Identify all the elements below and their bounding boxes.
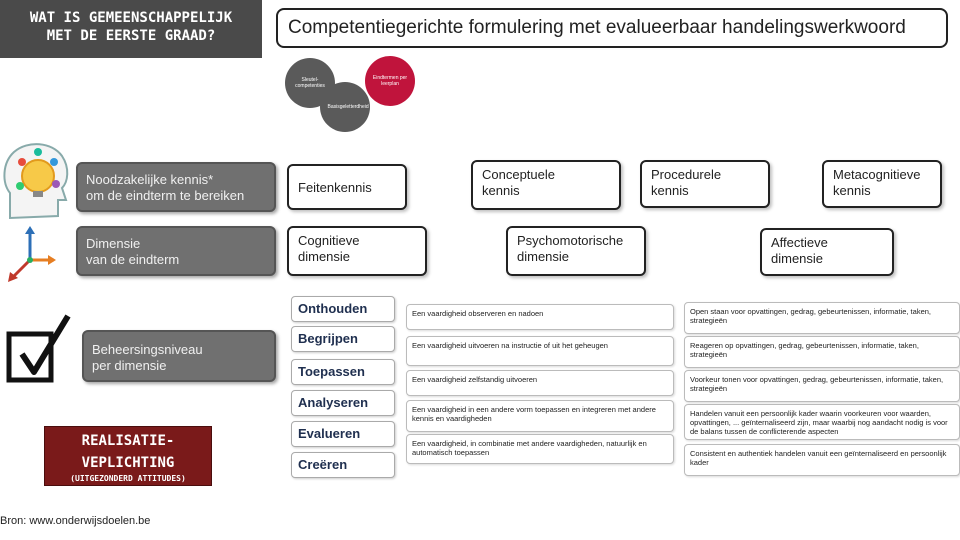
source-credit: Bron: www.onderwijsdoelen.be (0, 515, 150, 527)
knowledge-type-label: Conceptuele (482, 167, 610, 183)
dimension-box-line-1: Dimensie (86, 236, 140, 252)
head-lightbulb-icon (0, 138, 76, 228)
psychomotor-level-3: Een vaardigheid zelfstandig uitvoeren (406, 370, 674, 396)
dimension-label: Psychomotorische (517, 233, 635, 249)
gear-left-label: Sleutel- competenties (293, 77, 328, 89)
knowledge-type-label: Procedurele (651, 167, 759, 183)
knowledge-type-procedural: Procedurele kennis (640, 160, 770, 208)
gear-icon: Basisgeletterdheid (320, 82, 370, 132)
affective-level-5: Consistent en authentiek handelen vanuit… (684, 444, 960, 476)
level-begrijpen: Begrijpen (291, 326, 395, 352)
level-evalueren: Evalueren (291, 421, 395, 447)
affective-level-2: Reageren op opvattingen, gedrag, gebeurt… (684, 336, 960, 368)
mastery-box-line-1: Beheersingsniveau (92, 342, 203, 358)
affective-level-1: Open staan voor opvattingen, gedrag, geb… (684, 302, 960, 334)
mastery-box: Beheersingsniveau per dimensie (82, 330, 276, 382)
gear-bottom-label: Basisgeletterdheid (328, 104, 363, 110)
checkbox-icon (6, 312, 74, 384)
level-toepassen: Toepassen (291, 359, 395, 385)
dimension-label: Cognitieve (298, 233, 416, 249)
knowledge-type-label: kennis (482, 183, 610, 199)
knowledge-box-line-2: om de eindterm te bereiken (86, 188, 244, 204)
section-title-line-2: MET DE EERSTE GRAAD? (0, 27, 262, 45)
dimension-label: dimensie (771, 251, 883, 267)
psychomotor-level-2: Een vaardigheid uitvoeren na instructie … (406, 336, 674, 366)
knowledge-box: Noodzakelijke kennis* om de eindterm te … (76, 162, 276, 212)
dimension-psychomotor: Psychomotorische dimensie (506, 226, 646, 276)
level-analyseren: Analyseren (291, 390, 395, 416)
realisatie-badge: REALISATIE- VEPLICHTING (UITGEZONDERD AT… (44, 426, 212, 486)
affective-level-4: Handelen vanuit een persoonlijk kader wa… (684, 404, 960, 440)
section-title-line-1: WAT IS GEMEENSCHAPPELIJK (0, 9, 262, 27)
main-title: Competentiegerichte formulering met eval… (276, 8, 948, 48)
psychomotor-level-4: Een vaardigheid in een andere vorm toepa… (406, 400, 674, 432)
dimension-affective: Affectieve dimensie (760, 228, 894, 276)
axes-icon (4, 226, 56, 282)
knowledge-type-label: kennis (651, 183, 759, 199)
knowledge-type-conceptual: Conceptuele kennis (471, 160, 621, 210)
gear-icon: Eindtermen per leerplan (365, 56, 415, 106)
realisatie-line-1: REALISATIE- (45, 433, 211, 449)
mastery-box-line-2: per dimensie (92, 358, 166, 374)
psychomotor-level-1: Een vaardigheid observeren en nadoen (406, 304, 674, 330)
knowledge-box-line-1: Noodzakelijke kennis* (86, 172, 213, 188)
dimension-box-line-2: van de eindterm (86, 252, 179, 268)
knowledge-type-metacognitive: Metacognitieve kennis (822, 160, 942, 208)
psychomotor-level-5: Een vaardigheid, in combinatie met ander… (406, 434, 674, 464)
level-onthouden: Onthouden (291, 296, 395, 322)
dimension-label: Affectieve (771, 235, 883, 251)
section-title: WAT IS GEMEENSCHAPPELIJK MET DE EERSTE G… (0, 0, 262, 58)
dimension-box: Dimensie van de eindterm (76, 226, 276, 276)
knowledge-type-label: Metacognitieve (833, 167, 931, 183)
gears-diagram: Sleutel- competenties Eindtermen per lee… (280, 54, 420, 134)
realisatie-line-2: VEPLICHTING (45, 455, 211, 471)
dimension-cognitive: Cognitieve dimensie (287, 226, 427, 276)
level-creeren: Creëren (291, 452, 395, 478)
realisatie-note: (UITGEZONDERD ATTITUDES) (45, 474, 211, 483)
affective-level-3: Voorkeur tonen voor opvattingen, gedrag,… (684, 370, 960, 402)
knowledge-type-label: kennis (833, 183, 931, 199)
dimension-label: dimensie (298, 249, 416, 265)
dimension-label: dimensie (517, 249, 635, 265)
knowledge-type-factual: Feitenkennis (287, 164, 407, 210)
gear-right-label: Eindtermen per leerplan (373, 75, 408, 87)
knowledge-type-label: Feitenkennis (298, 180, 396, 196)
